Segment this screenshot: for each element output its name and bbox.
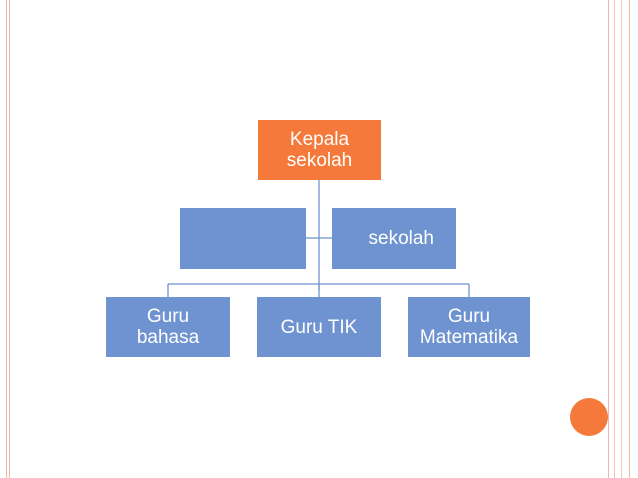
node-child-2: Guru TIK: [257, 297, 381, 357]
slide-border-left: [6, 0, 10, 478]
node-child-3: Guru Matematika: [408, 297, 530, 357]
decorative-dot: [570, 398, 608, 436]
slide-border-right-inner: [614, 0, 622, 478]
node-child-1: Guru bahasa: [106, 297, 230, 357]
slide-border-right: [608, 0, 630, 478]
node-root: Kepala sekolah: [258, 120, 381, 180]
node-assistant-left: [180, 208, 306, 269]
node-assistant-right: sekolah: [332, 208, 456, 269]
